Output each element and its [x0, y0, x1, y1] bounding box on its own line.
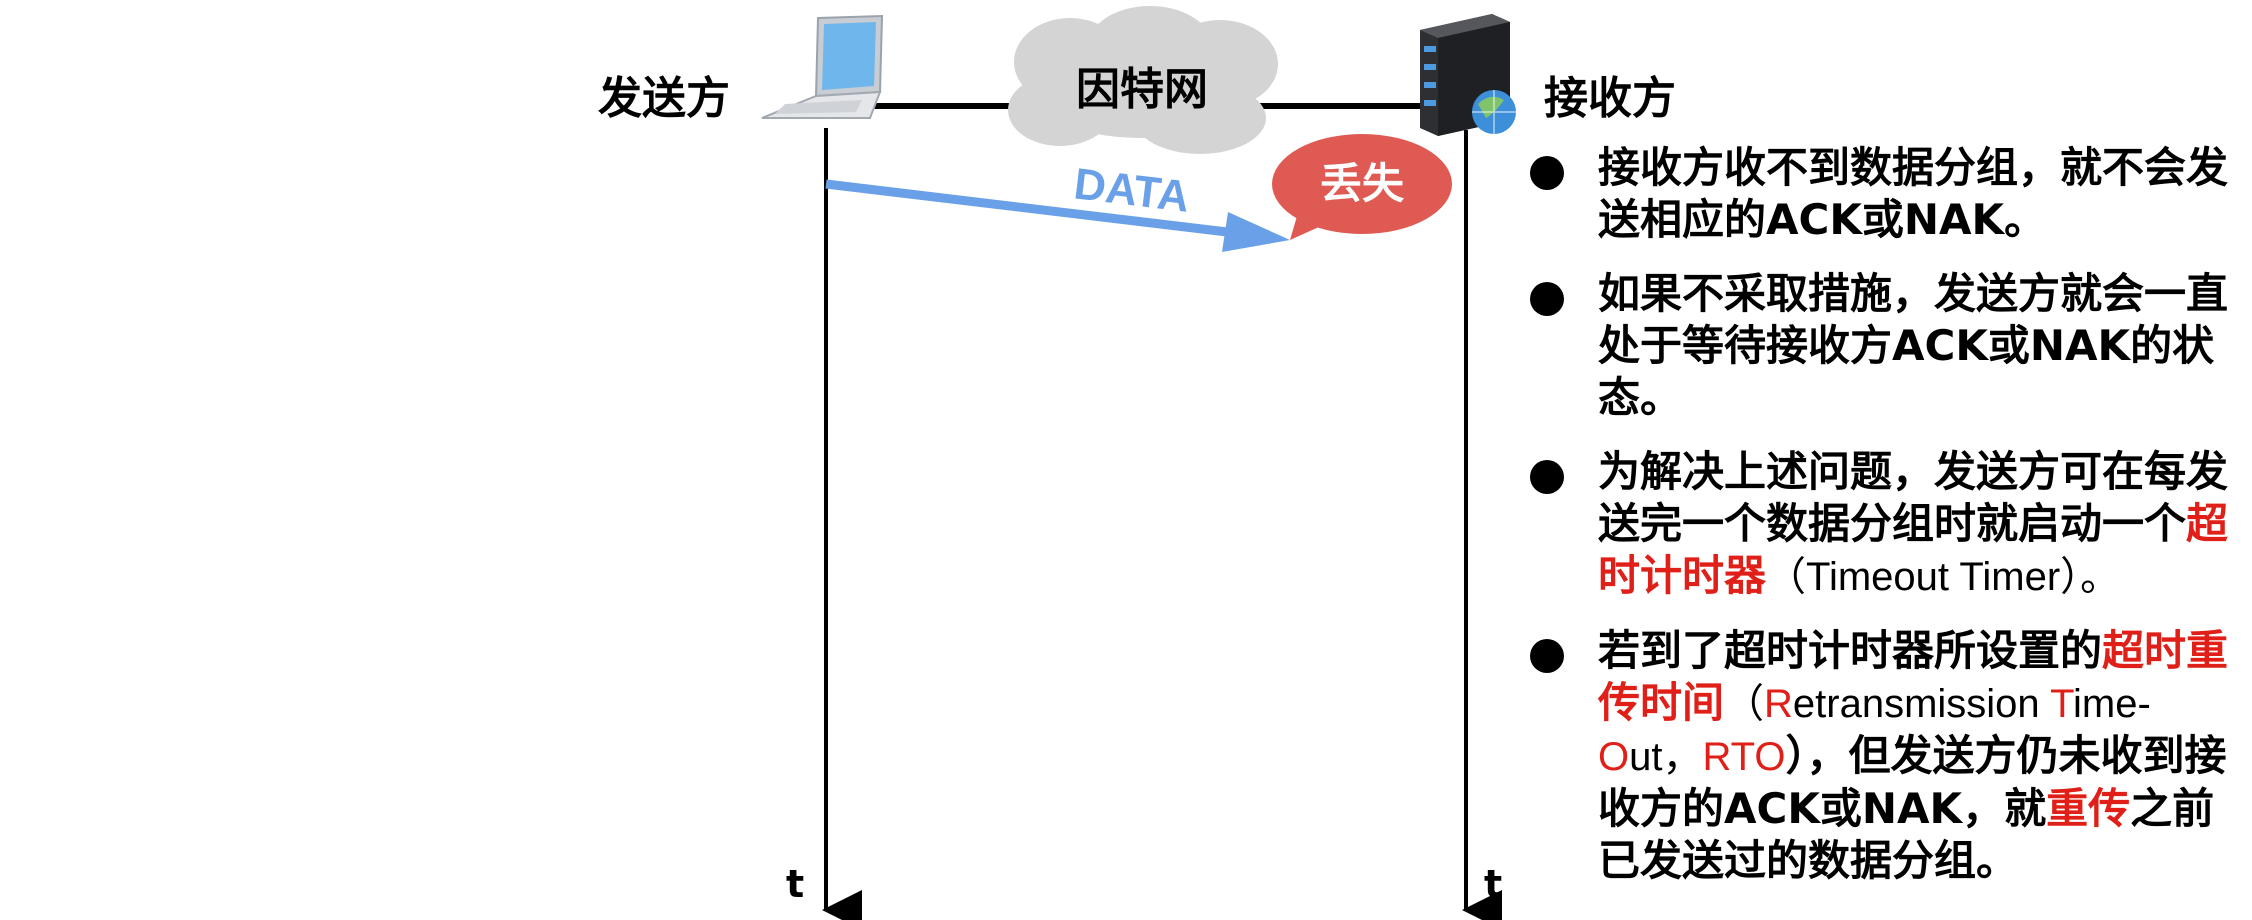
list-item: 如果不采取措施，发送方就会一直处于等待接收方ACK或NAK的状态。 — [1520, 268, 2240, 424]
rto-term: 超时重传时间 — [1598, 626, 2229, 727]
timeout-timer-english: （Timeout Timer）。 — [1766, 555, 2121, 599]
server-icon — [1420, 14, 1516, 136]
rto-word-ut: ut， — [1629, 735, 1703, 779]
bullet-icon — [1530, 282, 1564, 316]
sender-label: 发送方 — [598, 73, 730, 124]
loss-label: 丢失 — [1320, 159, 1405, 208]
bullet-icon — [1530, 156, 1564, 190]
list-item: 若到了超时计时器所设置的超时重传时间（Retransmission Time- O… — [1520, 625, 2240, 887]
bullet-icon — [1530, 460, 1564, 494]
rto-letter-r: R — [1764, 682, 1793, 726]
note-text: 为解决上述问题，发送方可在每发送完一个数据分组时就启动一个 — [1598, 447, 2229, 548]
receiver-time-label: t — [1484, 862, 1503, 906]
timeout-timer-term: 超时计时器 — [1598, 499, 2229, 600]
explanation-list: 接收方收不到数据分组，就不会发送相应的ACK或NAK。 如果不采取措施，发送方就… — [1520, 142, 2240, 909]
sender-time-label: t — [786, 862, 805, 906]
laptop-icon — [761, 14, 884, 119]
note-text-end: 之前已发送过的数据分组。 — [1598, 784, 2215, 885]
list-item: 为解决上述问题，发送方可在每发送完一个数据分组时就启动一个超时计时器（Timeo… — [1520, 446, 2240, 603]
speech-bubble-icon — [1272, 134, 1452, 240]
note-text-cont: ），但发送方仍未收到接收方的ACK或NAK，就 — [1598, 731, 2227, 833]
rto-letter-t: T — [2050, 682, 2074, 726]
note-text: 若到了超时计时器所设置的 — [1598, 626, 2103, 675]
note-text: 接收方收不到数据分组，就不会发送相应的ACK或NAK。 — [1598, 143, 2229, 244]
receiver-label: 接收方 — [1544, 73, 1676, 124]
rto-word-ime: ime- — [2073, 682, 2151, 726]
note-text: 如果不采取措施，发送方就会一直处于等待接收方ACK或NAK的状态。 — [1598, 269, 2229, 422]
bullet-icon — [1530, 639, 1564, 673]
rto-abbrev: RTO — [1702, 735, 1786, 779]
data-arrow — [825, 179, 1290, 252]
rto-letter-o: O — [1598, 735, 1630, 779]
list-item: 接收方收不到数据分组，就不会发送相应的ACK或NAK。 — [1520, 142, 2240, 246]
cloud-icon — [1008, 6, 1278, 154]
rto-word-etransmission: etransmission — [1792, 682, 2051, 726]
retransmit-term: 重传 — [2046, 784, 2131, 833]
network-label: 因特网 — [1076, 64, 1208, 115]
paren-open: （ — [1724, 682, 1765, 726]
